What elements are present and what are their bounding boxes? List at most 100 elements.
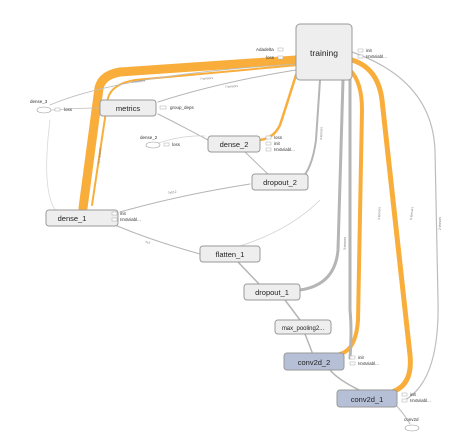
node-dropout2[interactable]: dropout_2 [251,173,309,191]
edge-annotations: 4 tensors ? tensors ? tensors ?x? tensor… [97,76,442,250]
metrics-group-deps: group_deps [159,105,195,110]
node-dense1[interactable]: dense_1 [45,209,119,227]
node-dropout2-label: dropout_2 [263,178,297,187]
conv2-init-port-icon [349,355,356,360]
edge-dropout1-training[interactable] [298,78,345,292]
conv2d-ellipse-icon [404,424,420,432]
node-max-pooling-label: max_pooling2... [282,326,325,332]
dense1-right-outputs: init IsVariabl... [111,211,141,222]
edge-metrics-training[interactable] [157,69,297,103]
dense3-ellipse-icon [36,106,52,114]
conv2d1-right-outputs: init IsVariabl... [401,392,431,403]
conv2-isvariable-port-icon [349,361,356,366]
edge-training-conv2d2[interactable] [338,68,365,356]
edge-dropout2-dense2[interactable] [244,151,271,177]
node-flatten1-label: flatten_1 [216,250,245,259]
svg-text:?x? tensors: ?x? tensors [97,147,102,164]
dense2-loss-port-icon [265,135,272,140]
label-dense2-loss: loss [274,135,283,140]
label-dense2-isvariable: IsVariabl... [274,147,295,152]
training-loss-port-icon [277,55,284,60]
edge-maxpool-dropout1[interactable] [284,299,301,321]
edge-training-conv2d1[interactable] [349,57,413,395]
label-adadelta: Adadelta [256,47,274,52]
svg-text:4 tensors: 4 tensors [132,79,146,84]
node-conv2d2-label: conv2d_2 [298,358,331,367]
node-metrics-label: metrics [116,104,140,113]
dense2-right-outputs: loss init IsVariabl... [265,135,295,152]
svg-text:3 tensors: 3 tensors [343,236,347,250]
dense2-isvariable-port-icon [265,147,272,152]
conv2d-bottom-group[interactable]: conv2d [404,417,420,432]
training-left-inputs: Adadelta loss [256,47,284,60]
edge-dense3-training[interactable] [49,63,297,106]
label-conv1-init: init [410,392,417,397]
label-conv2d-bottom: conv2d [404,417,419,422]
edge-dense1-dropout2[interactable] [119,183,251,213]
svg-text:2 tensors: 2 tensors [438,216,442,230]
node-flatten1[interactable]: flatten_1 [199,245,261,263]
label-dense1-isvariable: IsVariabl... [120,217,141,222]
edge-dense2-metrics[interactable] [157,113,209,141]
training-right-outputs: init IsVariabl... [357,48,387,59]
label-training-init: init [366,48,373,53]
svg-text:? tensors: ? tensors [200,76,214,81]
node-dense2-label: dense_2 [220,140,249,149]
edge-dense1-training-thin[interactable] [91,64,299,206]
edge-conv2d2-training[interactable] [348,78,353,360]
node-conv2d1-label: conv2d_1 [351,395,384,404]
node-dense1-label: dense_1 [58,214,87,223]
dense2-ellipse-icon [145,141,161,149]
dense1-init-port-icon [111,211,118,216]
edge-conv2d1-training[interactable] [351,51,439,401]
node-max-pooling[interactable]: max_pooling2... [274,319,332,335]
label-dense3-loss: loss [64,107,73,112]
label-group-deps: group_deps [170,105,195,110]
node-conv2d2[interactable]: conv2d_2 [283,352,345,371]
edge-flatten-dropout2[interactable] [239,199,321,247]
svg-text:?x512: ?x512 [168,190,177,195]
edge-dense1-far[interactable] [46,119,61,216]
svg-text:4 tensors: 4 tensors [319,126,323,140]
node-metrics[interactable]: metrics [99,99,157,117]
label-dense2-small-loss: loss [172,142,181,147]
label-training-loss: loss [266,55,275,60]
training-init-port-icon [357,48,364,53]
conv1-isvariable-port-icon [401,398,408,403]
dense2-small-group[interactable]: dense_2 loss [140,135,181,149]
adadelta-port-icon [277,47,284,52]
node-dropout1-label: dropout_1 [255,288,289,297]
training-isvariable-port-icon [357,54,364,59]
edge-conv2d2-maxpool[interactable] [304,333,313,353]
dense2-small-loss-port-icon [163,142,170,147]
edge-dropout2-training[interactable] [299,79,321,181]
group-deps-port-icon [159,105,167,110]
svg-text:? tensors: ? tensors [225,84,239,89]
edge-dropout1-flatten[interactable] [237,261,261,286]
conv1-init-port-icon [401,392,408,397]
dense2-init-port-icon [265,141,272,146]
svg-text:3 tensors: 3 tensors [377,206,381,220]
node-conv2d1[interactable]: conv2d_1 [336,389,398,408]
svg-text:5 tensors: 5 tensors [409,206,414,220]
label-conv2-isvariable: IsVariabl... [358,361,379,366]
label-conv2-init: init [358,355,365,360]
label-dense1-init: init [120,211,127,216]
edge-dense1-training[interactable] [78,55,301,213]
node-training-label: training [310,48,338,58]
dense3-group[interactable]: dense_3 loss [30,99,73,114]
dense1-isvariable-port-icon [111,217,118,222]
label-training-isvariable: IsVariabl... [366,54,387,59]
dense3-loss-port-icon [54,107,61,112]
conv2d2-right-outputs: init IsVariabl... [349,355,379,366]
node-dense2[interactable]: dense_2 [207,135,261,153]
edge-flatten-dense1[interactable] [114,224,201,255]
label-dense2-init: init [274,141,281,146]
node-dropout1[interactable]: dropout_1 [243,283,301,301]
node-training[interactable]: training [295,23,353,81]
label-dense3: dense_3 [30,99,48,104]
svg-text:?x?: ?x? [145,240,151,245]
label-conv1-isvariable: IsVariabl... [410,398,431,403]
edge-training-dense2[interactable] [258,73,298,142]
